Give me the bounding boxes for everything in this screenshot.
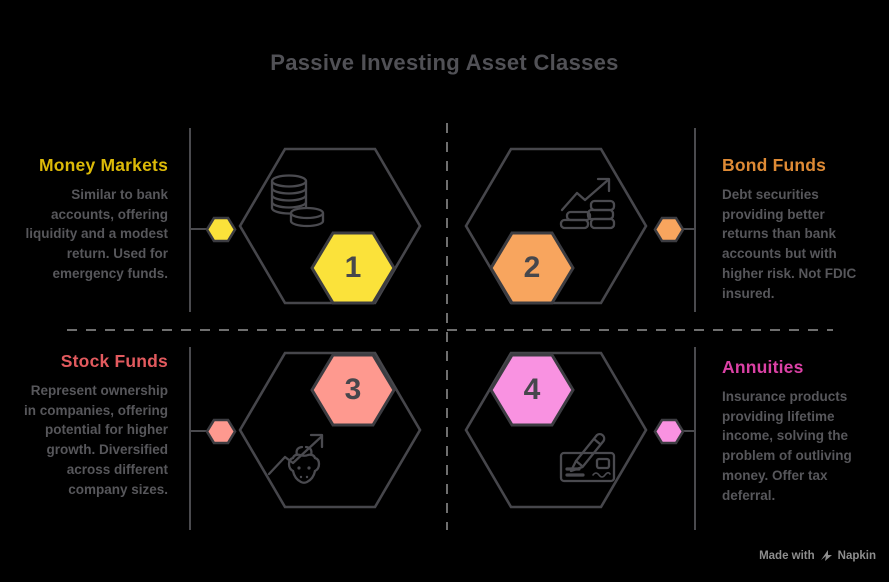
made-with-label: Made with — [759, 549, 815, 562]
bond-funds-title: Bond Funds — [722, 155, 827, 175]
bull-market-icon — [267, 433, 324, 484]
money-markets-number-hexagon — [310, 231, 396, 305]
money-markets-tick — [190, 228, 207, 230]
money-markets-title: Money Markets — [38, 155, 168, 175]
money-markets-text-block: Money Markets Similar to bank accounts, … — [16, 155, 168, 284]
contract-signing-icon — [559, 432, 616, 483]
growth-chart-money-icon — [559, 177, 616, 230]
bond-funds-marker-hexagon — [653, 216, 685, 243]
annuities-number-hexagon — [489, 353, 575, 427]
stock-funds-text-block: Stock Funds Represent ownership in compa… — [16, 351, 168, 499]
brand-label: Napkin — [837, 549, 876, 562]
bond-funds-description: Debt securities providing better returns… — [722, 187, 857, 301]
right-top-connector-line — [694, 128, 696, 312]
annuities-tick — [678, 430, 695, 432]
made-with-napkin-link[interactable]: Made with Napkin — [759, 549, 876, 562]
annuities-hexagon — [464, 351, 648, 509]
stock-funds-marker-hexagon — [205, 418, 237, 445]
vertical-divider — [446, 123, 448, 530]
bond-funds-number-hexagon — [489, 231, 575, 305]
stock-funds-title: Stock Funds — [60, 351, 168, 371]
left-bottom-connector-line — [189, 347, 191, 530]
bond-funds-text-block: Bond Funds Debt securities providing bet… — [722, 155, 874, 303]
bond-funds-tick — [678, 228, 695, 230]
left-top-connector-line — [189, 128, 191, 312]
napkin-logo-icon — [820, 550, 832, 561]
annuities-text-block: Annuities Insurance products providing l… — [722, 357, 874, 505]
stock-funds-hexagon — [238, 351, 422, 509]
right-bottom-connector-line — [694, 347, 696, 530]
annuities-description: Insurance products providing lifetime in… — [722, 389, 852, 503]
money-markets-description: Similar to bank accounts, offering liqui… — [25, 187, 168, 281]
coins-stack-icon — [270, 174, 325, 228]
horizontal-divider — [67, 329, 833, 331]
annuities-marker-hexagon — [653, 418, 685, 445]
stock-funds-description: Represent ownership in companies, offeri… — [23, 383, 168, 497]
money-markets-hexagon — [238, 147, 422, 305]
stock-funds-number-hexagon — [310, 353, 396, 427]
annuities-title: Annuities — [722, 357, 804, 377]
stock-funds-tick — [190, 430, 207, 432]
money-markets-marker-hexagon — [205, 216, 237, 243]
page-title: Passive Investing Asset Classes — [270, 50, 619, 75]
